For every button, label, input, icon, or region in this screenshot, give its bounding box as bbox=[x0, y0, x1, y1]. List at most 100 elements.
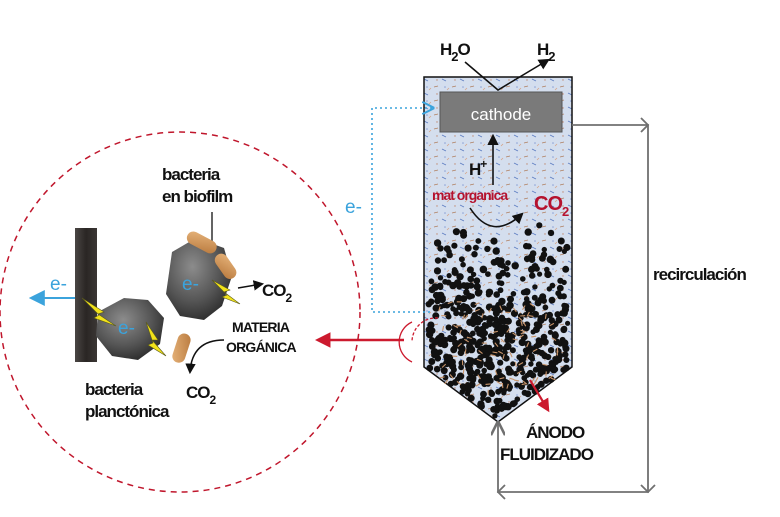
anode-particle bbox=[557, 246, 563, 252]
anode-particle bbox=[537, 317, 544, 324]
anode-particle bbox=[528, 361, 533, 366]
bacterium-fleck bbox=[456, 326, 461, 327]
anode-particle bbox=[480, 396, 486, 402]
anode-particle bbox=[481, 368, 487, 374]
anode-particle bbox=[468, 395, 475, 402]
anode-particle bbox=[444, 245, 450, 251]
circuit-electron-label: e- bbox=[345, 197, 362, 218]
anode-particle bbox=[563, 244, 570, 251]
anode-particle bbox=[439, 337, 446, 344]
anode-particle bbox=[510, 361, 515, 366]
anode-particle bbox=[482, 374, 487, 379]
anode-particle bbox=[444, 311, 450, 317]
bacterium-fleck bbox=[486, 384, 491, 385]
anode-particle bbox=[526, 243, 532, 249]
anode-particle bbox=[507, 369, 514, 376]
anode-particle bbox=[461, 282, 468, 289]
anode-particle bbox=[499, 281, 505, 287]
biofilm-label-line1: bacteria bbox=[162, 165, 221, 184]
anode-particle bbox=[487, 377, 493, 383]
planktonic-electron-label: e- bbox=[118, 318, 135, 339]
organic-matter-zoom-line1: MATERIA bbox=[232, 319, 290, 335]
electrode-rod bbox=[75, 228, 97, 362]
anode-label-line2: FLUIDIZADO bbox=[500, 445, 594, 464]
anode-particle bbox=[529, 272, 535, 278]
reactor: cathode H2O H2 H+ mat organica CO2 ÁNODO… bbox=[424, 40, 594, 464]
bacterium-fleck bbox=[531, 336, 536, 337]
anode-particle bbox=[532, 295, 538, 301]
anode-particle bbox=[450, 329, 457, 336]
anode-particle bbox=[450, 306, 455, 311]
anode-particle bbox=[459, 360, 465, 366]
anode-particle bbox=[475, 369, 481, 375]
anode-particle bbox=[526, 349, 532, 355]
biofilm-label-line2: en biofilm bbox=[162, 187, 233, 206]
anode-particle bbox=[521, 289, 527, 295]
anode-particle bbox=[543, 305, 549, 311]
anode-particle bbox=[466, 365, 473, 372]
anode-particle bbox=[426, 326, 433, 333]
anode-particle bbox=[435, 257, 441, 263]
anode-particle bbox=[446, 252, 453, 259]
anode-particle bbox=[470, 331, 476, 337]
anode-particle bbox=[486, 356, 493, 363]
anode-particle bbox=[473, 277, 480, 284]
planktonic-label-line2: planctónica bbox=[85, 402, 170, 421]
anode-particle bbox=[494, 398, 501, 405]
planktonic-label-line1: bacteria bbox=[85, 380, 144, 399]
cathode-label: cathode bbox=[471, 105, 532, 124]
anode-particle bbox=[548, 230, 554, 236]
anode-particle bbox=[532, 284, 537, 289]
anode-particle bbox=[468, 346, 475, 353]
anode-particle bbox=[437, 283, 444, 290]
anode-particle bbox=[562, 266, 569, 273]
anode-particle bbox=[451, 335, 457, 341]
anode-particle bbox=[486, 363, 494, 371]
anode-particle bbox=[488, 389, 493, 394]
biofilm-co2-label: CO2 bbox=[262, 281, 293, 305]
bacterium-fleck bbox=[557, 348, 558, 353]
anode-particle bbox=[542, 339, 549, 346]
anode-particle bbox=[561, 303, 567, 309]
anode-particle bbox=[446, 280, 452, 286]
bacterium-fleck bbox=[463, 369, 464, 374]
anode-particle bbox=[472, 312, 478, 318]
anode-particle bbox=[561, 339, 568, 346]
anode-label-line1: ÁNODO bbox=[526, 423, 585, 442]
anode-particle bbox=[467, 276, 474, 283]
anode-particle bbox=[547, 256, 555, 264]
anode-particle bbox=[505, 260, 511, 266]
anode-particle bbox=[460, 229, 467, 236]
anode-particle bbox=[453, 228, 460, 235]
anode-particle bbox=[541, 252, 547, 258]
anode-particle bbox=[492, 413, 497, 418]
anode-particle bbox=[477, 289, 482, 294]
anode-particle bbox=[427, 366, 432, 371]
anode-particle bbox=[500, 270, 507, 277]
anode-particle bbox=[560, 367, 566, 373]
anode-particle bbox=[561, 309, 568, 316]
anode-particle bbox=[510, 400, 517, 407]
anode-particle bbox=[428, 358, 435, 365]
anode-particle bbox=[565, 321, 570, 326]
anode-particle bbox=[493, 291, 500, 298]
anode-particle bbox=[466, 307, 473, 314]
electron-circuit: e- bbox=[345, 108, 432, 312]
anode-particle bbox=[451, 243, 457, 249]
anode-particle bbox=[555, 290, 561, 296]
zoom-detail: bacteria en biofilm e- e- CO2 e- MATERIA… bbox=[0, 132, 360, 492]
anode-particle bbox=[543, 312, 550, 319]
anode-particle bbox=[545, 354, 551, 360]
anode-particle bbox=[499, 315, 505, 321]
anode-particle bbox=[541, 298, 547, 304]
anode-particle bbox=[527, 370, 534, 377]
anode-particle bbox=[556, 317, 563, 324]
anode-particle bbox=[429, 286, 436, 293]
anode-particle bbox=[465, 245, 472, 252]
planktonic-bacterium bbox=[171, 332, 193, 365]
anode-particle bbox=[512, 262, 519, 269]
anode-particle bbox=[557, 278, 563, 284]
anode-particle bbox=[434, 267, 441, 274]
